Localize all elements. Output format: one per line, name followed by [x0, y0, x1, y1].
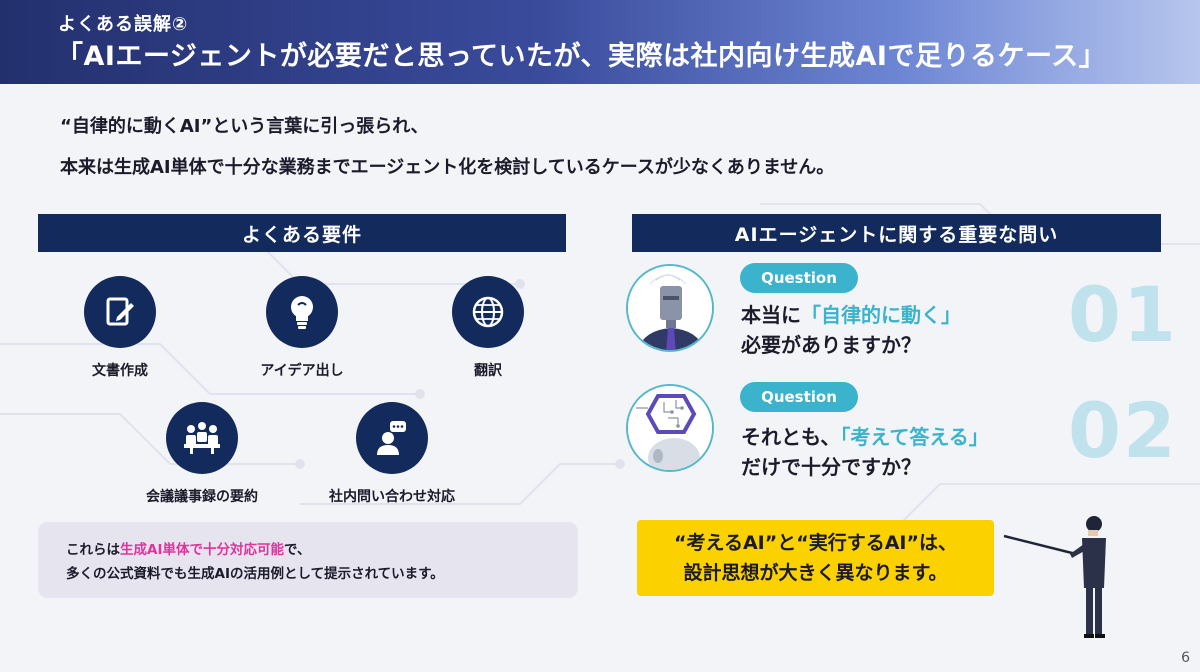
page-title: 「AIエージェントが必要だと思っていたが、実際は社内向け生成AIで足りるケース」	[56, 41, 1107, 72]
meeting-icon	[166, 402, 238, 474]
section-title-requirements: よくある要件	[38, 214, 566, 252]
section-title-key-questions: AIエージェントに関する重要な問い	[632, 214, 1161, 252]
support-chat-icon	[356, 402, 428, 474]
robot-avatar-icon	[626, 264, 714, 352]
intro-line-1: “自律的に動くAI”という言葉に引っ張られ、	[60, 116, 429, 137]
question-number-1: 01	[1068, 270, 1178, 359]
note-highlight: 生成AI単体で十分対応可能	[120, 542, 284, 558]
header-banner: よくある誤解② 「AIエージェントが必要だと思っていたが、実際は社内向け生成AI…	[0, 0, 1200, 84]
ai-brain-avatar-icon	[626, 384, 714, 472]
question-line: 必要がありますか？	[741, 333, 921, 357]
requirement-label: 翻訳	[474, 363, 502, 379]
question-pill-2: Question	[740, 382, 858, 412]
lightbulb-icon	[266, 276, 338, 348]
requirement-meeting-summary: 会議議事録の要約	[127, 402, 277, 506]
question-line: 本当に「自律的に動く」	[741, 300, 961, 330]
question-line: それとも、「考えて答える」	[741, 422, 989, 452]
globe-icon	[452, 276, 524, 348]
question-highlight: 「自律的に動く」	[801, 303, 961, 327]
requirement-translation: 翻訳	[413, 276, 563, 380]
question-number-2: 02	[1068, 386, 1178, 475]
question-text-2: それとも、「考えて答える」 だけで十分ですか？	[741, 422, 989, 482]
requirement-document-creation: 文書作成	[45, 276, 195, 380]
requirement-idea-generation: アイデア出し	[227, 276, 377, 380]
question-pill-1: Question	[740, 263, 858, 293]
requirement-label: 文書作成	[92, 363, 148, 379]
requirement-internal-inquiry: 社内問い合わせ対応	[317, 402, 467, 506]
note-line-2: 多くの公式資料でも生成AIの活用例として提示されています。	[66, 566, 444, 582]
presenter-illustration	[1003, 516, 1106, 638]
question-text-1: 本当に「自律的に動く」 必要がありますか？	[741, 300, 961, 360]
requirement-label: 会議議事録の要約	[146, 489, 258, 505]
question-line: だけで十分ですか？	[741, 455, 921, 479]
document-edit-icon	[84, 276, 156, 348]
requirements-note: これらは生成AI単体で十分対応可能で、 多くの公式資料でも生成AIの活用例として…	[38, 522, 578, 598]
question-highlight: 「考えて答える」	[840, 425, 989, 449]
requirement-label: アイデア出し	[260, 363, 344, 379]
question-text: それとも、	[741, 425, 841, 449]
note-text: で、	[283, 542, 311, 558]
page-number: 6	[1181, 650, 1190, 666]
conclusion-line-1: “考えるAI”と“実行するAI”は、	[674, 532, 957, 554]
intro-line-2: 本来は生成AI単体で十分な業務までエージェント化を検討しているケースが少なくあり…	[60, 157, 835, 178]
note-text: これらは	[66, 542, 120, 558]
header-subtitle: よくある誤解②	[58, 14, 189, 35]
note-line-1: これらは生成AI単体で十分対応可能で、	[66, 538, 578, 562]
question-text: 本当に	[741, 303, 801, 327]
conclusion-line-2: 設計思想が大きく異なります。	[683, 562, 948, 584]
requirement-label: 社内問い合わせ対応	[329, 489, 455, 505]
conclusion-box: “考えるAI”と“実行するAI”は、 設計思想が大きく異なります。	[637, 520, 994, 596]
